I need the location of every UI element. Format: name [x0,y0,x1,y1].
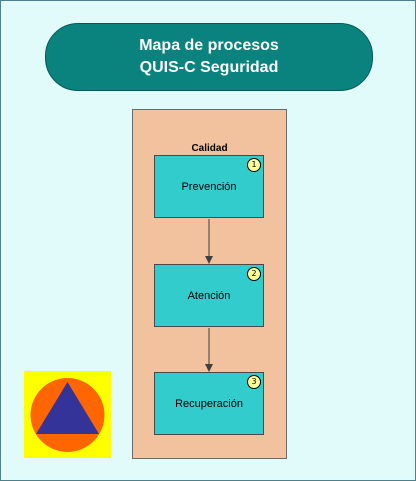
process-label: Prevención [181,180,237,193]
swimlane-calidad: Calidad Prevención 1 Atención 2 Recupera… [132,109,287,459]
map-title-line-2: QUIS-C Seguridad [139,59,279,76]
civil-protection-logo [24,371,111,458]
process-number-badge: 2 [247,267,261,281]
process-number-badge: 1 [247,158,261,172]
process-prevencion[interactable]: Prevención 1 [154,155,264,218]
process-number-badge: 3 [247,375,261,389]
swimlane-title: Calidad [191,143,228,154]
map-title: Mapa de procesos QUIS-C Seguridad [45,23,373,91]
process-label: Recuperación [175,397,243,410]
process-atencion[interactable]: Atención 2 [154,264,264,327]
civil-protection-icon [30,378,105,452]
map-title-line-1: Mapa de procesos [139,37,279,54]
process-label: Atención [187,289,231,302]
process-recuperacion[interactable]: Recuperación 3 [154,372,264,435]
